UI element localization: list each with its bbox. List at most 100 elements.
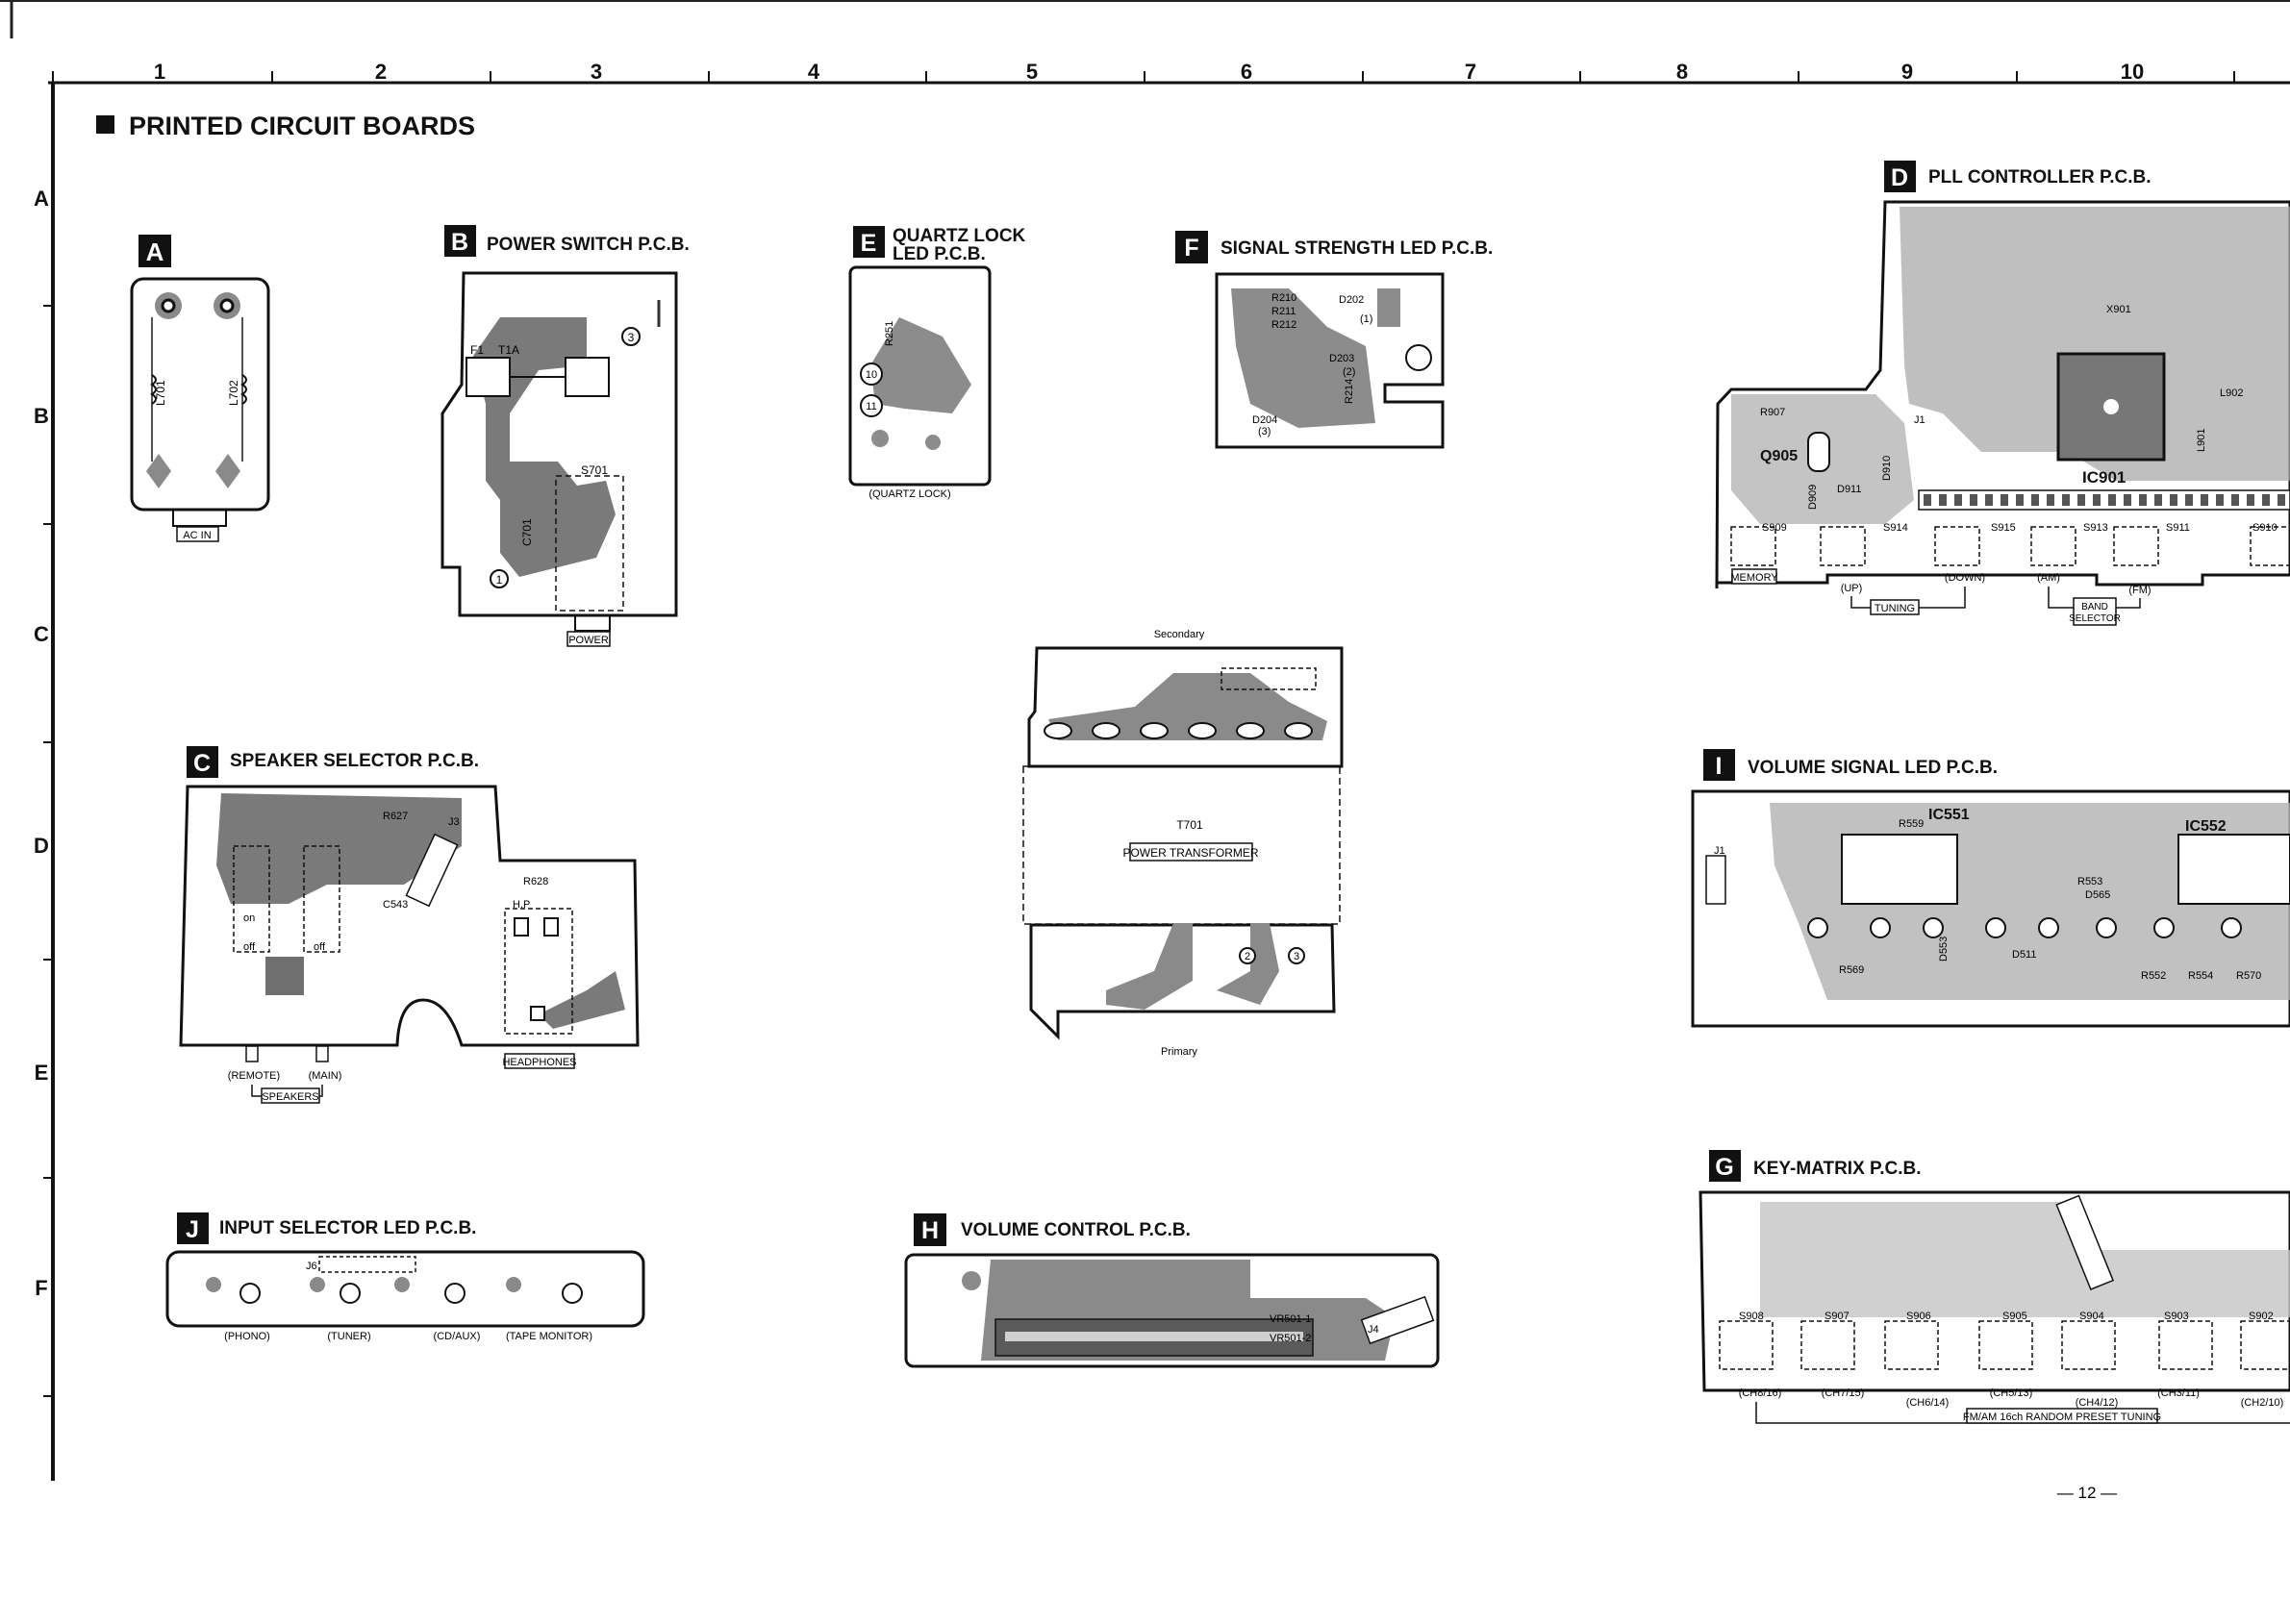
board-b-part-f1: F1 bbox=[470, 343, 484, 357]
board-g-channel-4: (CH4/12) bbox=[2076, 1397, 2119, 1409]
board-g-channel-2: (CH2/10) bbox=[2241, 1397, 2284, 1409]
board-c-badge bbox=[187, 746, 218, 778]
board-c-part-r627: R627 bbox=[383, 811, 408, 822]
transformer-name: POWER TRANSFORMER bbox=[1122, 846, 1258, 860]
board-a-letter: A bbox=[146, 237, 164, 266]
board-f-part-r210: R210 bbox=[1271, 292, 1296, 304]
page-number: — 12 — bbox=[2057, 1484, 2117, 1502]
board-j-caption-cdaux: (CD/AUX) bbox=[434, 1331, 481, 1342]
board-e-pin-11: 11 bbox=[866, 401, 876, 412]
board-a-badge bbox=[138, 235, 171, 267]
board-f: F SIGNAL STRENGTH LED P.C.B. R210 R211 R… bbox=[1175, 231, 1493, 449]
board-c-part-j3: J3 bbox=[448, 816, 460, 828]
board-c-switch-on: on bbox=[243, 912, 255, 924]
board-h: H VOLUME CONTROL P.C.B. VR501-1 VR501-2 … bbox=[904, 1213, 1440, 1368]
board-i-title: VOLUME SIGNAL LED P.C.B. bbox=[1748, 758, 1998, 778]
board-h-part-j4: J4 bbox=[1368, 1324, 1379, 1336]
board-d: D PLL CONTROLLER P.C.B. Q905 IC901 R907 … bbox=[1715, 161, 2290, 626]
grid-col-5: 5 bbox=[1026, 60, 1038, 84]
board-c-switch-off-2: off bbox=[314, 941, 326, 953]
board-g-channel-5: (CH5/13) bbox=[1990, 1387, 2033, 1399]
board-i-part-d565: D565 bbox=[2085, 889, 2110, 901]
board-d-caption-am: (AM) bbox=[2037, 572, 2060, 584]
board-d-title: PLL CONTROLLER P.C.B. bbox=[1928, 167, 2152, 187]
grid-col-6: 6 bbox=[1241, 60, 1252, 84]
grid-col-9: 9 bbox=[1901, 60, 1913, 84]
grid-row-a: A bbox=[34, 187, 49, 211]
board-d-caption-band: BAND bbox=[2081, 602, 2108, 612]
board-a: A L701 L702 AC IN bbox=[130, 235, 270, 542]
board-g-channel-7: (CH7/15) bbox=[1822, 1387, 1865, 1399]
board-e: E QUARTZ LOCK LED P.C.B. 10 11 R251 (QUA… bbox=[848, 226, 1026, 500]
board-d-part-q905: Q905 bbox=[1760, 448, 1798, 464]
board-g-channel-8: (CH8/16) bbox=[1739, 1387, 1782, 1399]
grid-col-3: 3 bbox=[591, 60, 602, 84]
board-g-channel-3: (CH3/11) bbox=[2157, 1387, 2200, 1399]
board-d-part-d910: D910 bbox=[1881, 456, 1893, 481]
grid-row-b: B bbox=[34, 404, 49, 428]
board-d-switch-s910: S910 bbox=[2252, 522, 2277, 534]
board-d-caption-selector: SELECTOR bbox=[2069, 613, 2121, 624]
board-d-part-d911: D911 bbox=[1837, 484, 1861, 495]
board-f-part-r214: R214 bbox=[1344, 379, 1355, 404]
board-b: B POWER SWITCH P.C.B. F1 T1A S701 C701 3… bbox=[440, 225, 690, 647]
board-f-pin-2: (2) bbox=[1343, 366, 1355, 378]
board-g-title: KEY-MATRIX P.C.B. bbox=[1753, 1159, 1922, 1179]
board-i-part-r554: R554 bbox=[2188, 970, 2213, 982]
board-g-switch-s904: S904 bbox=[2079, 1311, 2104, 1322]
grid-col-4: 4 bbox=[808, 60, 820, 84]
board-d-part-ic901: IC901 bbox=[2082, 468, 2126, 487]
grid-row-e: E bbox=[35, 1061, 49, 1085]
transformer-pin-2: 2 bbox=[1245, 951, 1250, 962]
board-e-badge bbox=[853, 226, 885, 258]
board-j-caption-phono: (PHONO) bbox=[224, 1331, 270, 1342]
transformer-part-t701: T701 bbox=[1176, 818, 1203, 832]
board-b-part-s701: S701 bbox=[581, 463, 608, 477]
board-f-part-r211: R211 bbox=[1271, 306, 1296, 317]
board-b-pin-1: 1 bbox=[496, 573, 503, 587]
board-i: I VOLUME SIGNAL LED P.C.B. IC551 IC552 J… bbox=[1691, 749, 2290, 1028]
board-j-caption-tuner: (TUNER) bbox=[327, 1331, 370, 1342]
board-f-letter: F bbox=[1184, 235, 1198, 262]
board-h-title: VOLUME CONTROL P.C.B. bbox=[961, 1220, 1191, 1240]
board-g: G KEY-MATRIX P.C.B. S908 S907 S906 S905 … bbox=[1699, 1150, 2290, 1424]
board-c-caption-headphones: HEADPHONES bbox=[502, 1057, 576, 1068]
board-f-part-r212: R212 bbox=[1271, 319, 1296, 331]
transformer-pin-3: 3 bbox=[1294, 951, 1299, 962]
board-i-part-d511: D511 bbox=[2012, 949, 2036, 961]
board-c-caption-remote: (REMOTE) bbox=[228, 1070, 280, 1082]
board-g-switch-s905: S905 bbox=[2002, 1311, 2027, 1322]
grid-row-c: C bbox=[34, 622, 49, 646]
board-b-connector-label: POWER bbox=[568, 635, 609, 646]
board-h-part-vr501-1: VR501-1 bbox=[1270, 1313, 1311, 1325]
board-e-part-r251: R251 bbox=[884, 321, 895, 346]
board-i-part-r552: R552 bbox=[2141, 970, 2166, 982]
board-c-part-c543: C543 bbox=[383, 899, 408, 911]
board-i-part-d553: D553 bbox=[1938, 937, 1950, 962]
board-f-part-d203: D203 bbox=[1329, 353, 1354, 364]
grid-col-7: 7 bbox=[1465, 60, 1476, 84]
board-d-caption-memory: MEMORY bbox=[1730, 572, 1778, 584]
grid-row-f: F bbox=[35, 1276, 47, 1300]
transformer-primary-label: Primary bbox=[1161, 1046, 1197, 1058]
board-i-badge bbox=[1703, 749, 1735, 781]
grid-col-8: 8 bbox=[1676, 60, 1688, 84]
board-j-letter: J bbox=[186, 1216, 199, 1243]
board-a-connector-label: AC IN bbox=[183, 530, 211, 541]
board-d-switch-s915: S915 bbox=[1991, 522, 2016, 534]
board-f-title: SIGNAL STRENGTH LED P.C.B. bbox=[1220, 238, 1493, 259]
board-i-part-j1: J1 bbox=[1714, 845, 1725, 857]
board-c-letter: C bbox=[193, 750, 211, 777]
board-c-part-r628: R628 bbox=[523, 876, 548, 887]
board-j: J INPUT SELECTOR LED P.C.B. J6 (PHONO) (… bbox=[165, 1212, 645, 1342]
board-b-badge bbox=[444, 225, 476, 257]
board-i-part-r553: R553 bbox=[2077, 876, 2102, 887]
board-c: C SPEAKER SELECTOR P.C.B. R627 R628 C543… bbox=[179, 746, 640, 1104]
power-transformer: Secondary T701 POWER TRANSFORMER 2 3 Pri… bbox=[1022, 629, 1344, 1058]
board-i-part-ic551: IC551 bbox=[1928, 807, 1970, 823]
board-j-connector: J6 bbox=[306, 1261, 317, 1272]
board-d-part-j1: J1 bbox=[1914, 414, 1925, 426]
board-b-letter: B bbox=[451, 229, 468, 256]
board-g-switch-s902: S902 bbox=[2249, 1311, 2274, 1322]
